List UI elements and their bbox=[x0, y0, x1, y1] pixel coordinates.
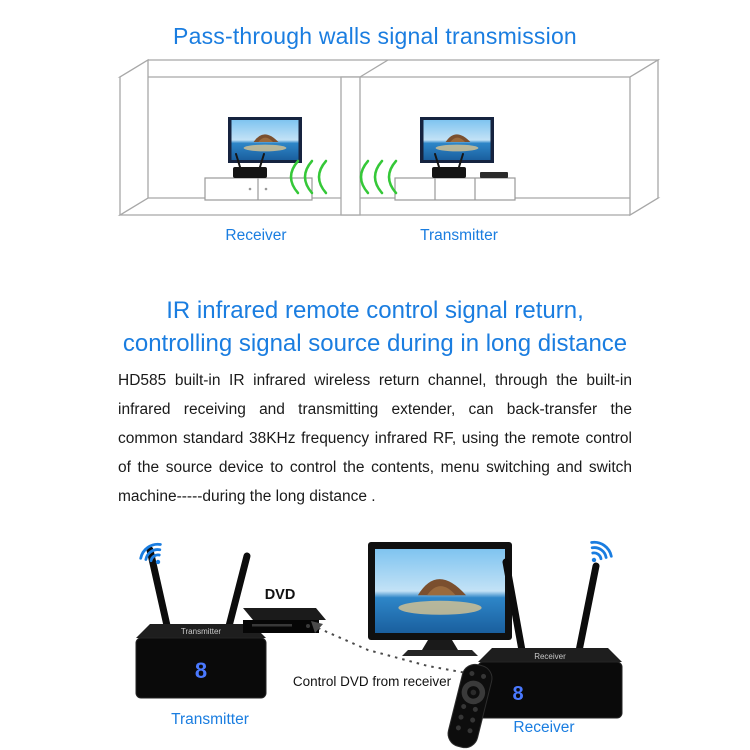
room-outline bbox=[117, 58, 661, 217]
control-path-caption: Control DVD from receiver bbox=[293, 674, 452, 689]
signal-arcs bbox=[289, 159, 398, 195]
wifi-icon-right bbox=[590, 540, 613, 563]
right-wall bbox=[629, 58, 659, 217]
tv-stand-base bbox=[402, 650, 478, 656]
router-antenna bbox=[458, 153, 464, 168]
dvd-caption: DVD bbox=[265, 587, 296, 603]
dvd-player: DVD bbox=[243, 587, 326, 633]
middle-wall bbox=[340, 76, 361, 216]
dvd-disc-tray bbox=[252, 624, 292, 627]
transmitter-top-face bbox=[136, 624, 266, 638]
arrowhead-to-dvd bbox=[311, 621, 323, 633]
transmitter-router bbox=[432, 167, 466, 178]
remote-button bbox=[455, 725, 461, 731]
transmitter-antenna-right bbox=[224, 552, 251, 634]
remote-control bbox=[447, 663, 493, 749]
transmitter-room bbox=[394, 117, 516, 201]
left-wall bbox=[119, 58, 149, 217]
remote-button bbox=[458, 714, 464, 720]
remote-button bbox=[461, 703, 467, 709]
wall-transmission-diagram: Receiver Transmitter bbox=[117, 58, 661, 244]
ir-title-line2: controlling signal source during in long… bbox=[122, 329, 628, 357]
dvd-power-button bbox=[306, 624, 310, 628]
remote-ok-button bbox=[470, 689, 477, 696]
television bbox=[368, 542, 512, 656]
remote-button bbox=[481, 673, 487, 679]
ceiling bbox=[117, 59, 661, 78]
router-antenna bbox=[434, 153, 440, 168]
right-cabinet bbox=[394, 177, 516, 201]
remote-button bbox=[472, 706, 478, 712]
middle-wall-edge bbox=[359, 59, 389, 78]
receiver-top-face bbox=[478, 648, 622, 662]
receiver-printed-name: Receiver bbox=[534, 652, 566, 661]
page-title: Pass-through walls signal transmission bbox=[173, 23, 577, 50]
receiver-caption: Receiver bbox=[513, 719, 574, 736]
floor bbox=[117, 197, 661, 216]
receiver-room bbox=[204, 117, 313, 201]
cabinet-knob bbox=[264, 187, 268, 191]
diagram-transmitter-label: Transmitter bbox=[420, 227, 498, 244]
transmitter-front-face bbox=[135, 637, 267, 699]
right-tv-screen bbox=[423, 120, 491, 160]
transmitter-antenna-left bbox=[146, 546, 172, 634]
router-antenna bbox=[235, 153, 241, 168]
settop-box bbox=[480, 172, 508, 178]
diagram-receiver-label: Receiver bbox=[225, 227, 286, 244]
product-section: Transmitter 8 Transmitter DVD Control DV… bbox=[135, 540, 623, 749]
receiver-front-face bbox=[477, 661, 623, 719]
tv-stand-neck bbox=[422, 640, 458, 650]
transmitter-caption: Transmitter bbox=[171, 711, 249, 728]
wifi-icon-left bbox=[139, 542, 162, 565]
receiver-router bbox=[233, 167, 267, 178]
receiver-antenna-right bbox=[574, 562, 600, 660]
ir-title-line1: IR infrared remote control signal return… bbox=[166, 296, 584, 324]
transmitter-led-display: 8 bbox=[195, 658, 207, 683]
remote-dpad bbox=[461, 680, 486, 705]
router-antenna bbox=[259, 153, 265, 168]
ir-description: HD585 built-in IR infrared wireless retu… bbox=[118, 371, 632, 505]
receiver-device: Receiver 8 Receiver bbox=[477, 540, 623, 736]
transmitter-printed-name: Transmitter bbox=[181, 627, 221, 636]
receiver-led-display: 8 bbox=[512, 683, 523, 705]
tv-screen bbox=[375, 549, 505, 633]
receiver-antenna-left bbox=[502, 558, 527, 660]
remote-button bbox=[467, 728, 473, 734]
transmitter-device: Transmitter 8 Transmitter bbox=[135, 542, 267, 728]
dvd-top-face bbox=[243, 608, 326, 620]
ir-section-title: IR infrared remote control signal return… bbox=[0, 294, 750, 360]
remote-button bbox=[469, 670, 475, 676]
cabinet-knob bbox=[248, 187, 252, 191]
remote-button bbox=[470, 717, 476, 723]
